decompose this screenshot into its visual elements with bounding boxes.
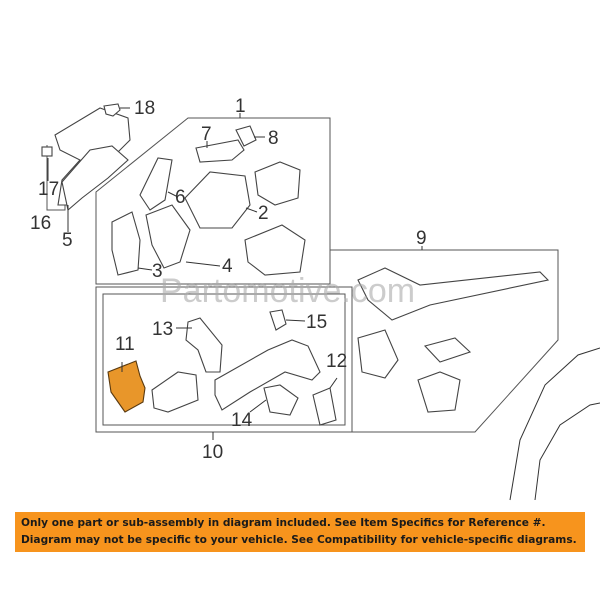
callout-4: 4 (222, 256, 233, 277)
disclaimer-line-1: Only one part or sub-assembly in diagram… (21, 517, 546, 529)
part-2-wheelhouse (184, 171, 251, 229)
watermark: Partomotive.com (160, 272, 415, 310)
disclaimer-line-2: Diagram may not be specific to your vehi… (21, 534, 577, 546)
callout-7: 7 (201, 124, 212, 145)
callout-2: 2 (258, 203, 269, 224)
leaders (47, 107, 423, 440)
callout-8: 8 (268, 128, 279, 149)
callout-15: 15 (306, 312, 327, 333)
part-10-rail (214, 339, 321, 411)
part-inner-apron (244, 224, 306, 276)
group-box-9 (330, 249, 559, 433)
part-13-bracket (185, 317, 223, 373)
callout-3: 3 (152, 261, 163, 282)
part-9-bracket-c (417, 371, 461, 413)
callout-5: 5 (62, 230, 73, 251)
part-9-bracket-a (357, 329, 399, 379)
part-7-rail (195, 139, 245, 163)
callout-12: 12 (326, 351, 347, 372)
callout-18: 18 (134, 98, 155, 119)
part-3-panel (111, 211, 141, 276)
callout-13: 13 (152, 319, 173, 340)
part-6-panel (139, 157, 173, 211)
part-5-apron (54, 107, 131, 212)
part-17-clip (41, 146, 53, 157)
part-11-highlighted (107, 360, 146, 413)
callout-14: 14 (231, 410, 253, 431)
fender-outline (509, 347, 600, 501)
part-9-bracket-b (423, 337, 472, 363)
callout-6: 6 (175, 187, 186, 208)
part-8-bracket (235, 125, 257, 147)
part-10-extension (151, 371, 199, 413)
part-15-bracket (269, 309, 287, 331)
group-box-10-inner (102, 293, 346, 426)
callout-11: 11 (115, 334, 135, 355)
callout-9: 9 (416, 228, 427, 249)
disclaimer-banner: Only one part or sub-assembly in diagram… (15, 512, 585, 552)
part-4-panel (145, 204, 191, 269)
part-12-bracket (312, 387, 337, 426)
group-box-1 (95, 117, 331, 285)
callout-10: 10 (202, 442, 223, 463)
group-box-10 (95, 286, 353, 433)
part-strut-tower (254, 161, 301, 206)
part-9-rail (357, 267, 550, 321)
part-14-bracket (263, 384, 299, 416)
callout-1: 1 (235, 96, 246, 117)
callout-17: 17 (38, 179, 59, 200)
part-18-clip (103, 103, 121, 117)
callout-16: 16 (30, 213, 51, 234)
